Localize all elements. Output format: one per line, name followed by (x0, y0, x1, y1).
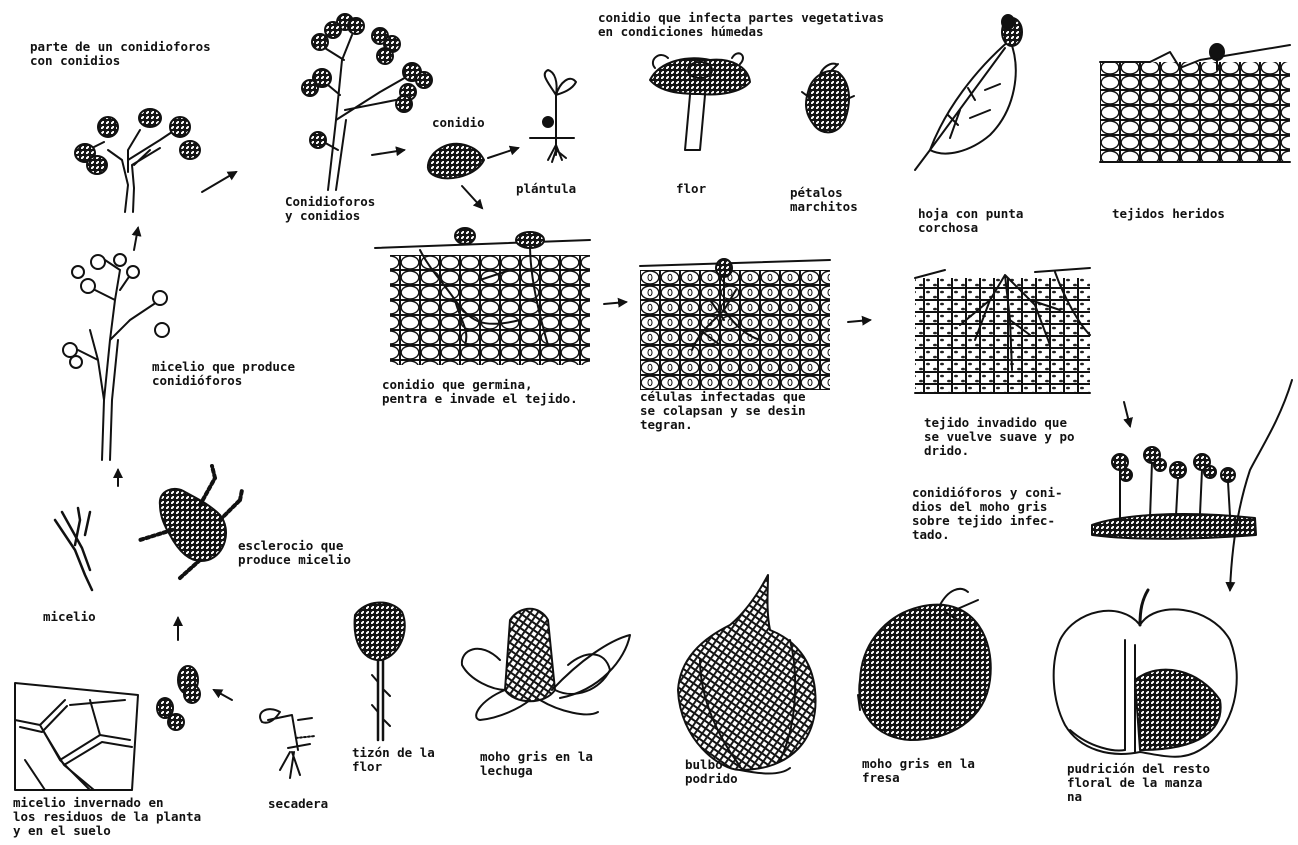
label-sclerotium: esclerocio que produce micelio (238, 539, 351, 567)
sclerotia-drawing (157, 666, 200, 730)
conidiophores-conidia-drawing (302, 14, 432, 190)
label-damping-off: secadera (268, 797, 328, 811)
blossom-blight-drawing (355, 603, 405, 740)
label-blossom-blight: tizón de la flor (352, 746, 435, 774)
sclerotium-drawing (140, 466, 242, 578)
label-conidium: conidio (432, 116, 485, 130)
conidium-drawing (428, 144, 484, 179)
label-infects-vegetative: conidio que infecta partes vegetativas e… (598, 11, 884, 39)
label-infected-cells: células infectadas que se colapsan y se … (640, 390, 806, 432)
label-invaded-tissue: tejido invadido que se vuelve suave y po… (924, 416, 1075, 458)
lettuce-drawing (462, 609, 630, 720)
label-strawberry: moho gris en la fresa (862, 757, 975, 785)
mycelium-drawing (55, 508, 92, 590)
damping-off-seedling-drawing (260, 709, 315, 778)
label-wounded-tissue: tejidos heridos (1112, 207, 1225, 221)
wounded-tissue-drawing (1100, 44, 1290, 162)
overwintering-residue-drawing (15, 683, 138, 790)
label-conidiophore-part: parte de un conidioforos con conidios (30, 40, 211, 68)
label-wilted-petals: pétalos marchitos (790, 186, 858, 214)
apple-drawing (1054, 590, 1237, 757)
label-lettuce: moho gris en la lechuga (480, 750, 593, 778)
rotting-tissue-drawing (915, 268, 1090, 393)
label-apple: pudrición del resto floral de la manza n… (1067, 762, 1210, 804)
label-flower: flor (676, 182, 706, 196)
label-germinating-conidium: conidio que germina, pentra e invade el … (382, 378, 578, 406)
label-overwintering-mycelium: micelio invernado en los residuos de la … (13, 796, 201, 838)
label-conidiophores-gray-mold: conidióforos y coni- dios del moho gris … (912, 486, 1063, 542)
collapsing-cells-drawing (640, 259, 830, 390)
flower-drawing (650, 53, 750, 150)
gray-mold-tufts-drawing (1092, 447, 1256, 539)
label-rotten-bulb: bulbo podrido (685, 758, 738, 786)
strawberry-drawing (858, 589, 991, 740)
seedling-drawing (530, 70, 576, 162)
label-mycelium-produces-conidiophores: micelio que produce conidióforos (152, 360, 295, 388)
bulb-drawing (678, 575, 816, 774)
germinating-tissue-drawing (375, 228, 590, 365)
label-mycelium: micelio (43, 610, 96, 624)
wilted-petals-drawing (802, 64, 854, 133)
leaf-drawing (915, 15, 1022, 170)
label-conidiophores-conidia: Conidioforos y conidios (285, 195, 375, 223)
label-leaf-corky-tip: hoja con punta corchosa (918, 207, 1023, 235)
mycelium-branches-drawing (63, 254, 169, 460)
label-seedling: plántula (516, 182, 576, 196)
conidiophore-part-drawing (75, 109, 200, 212)
